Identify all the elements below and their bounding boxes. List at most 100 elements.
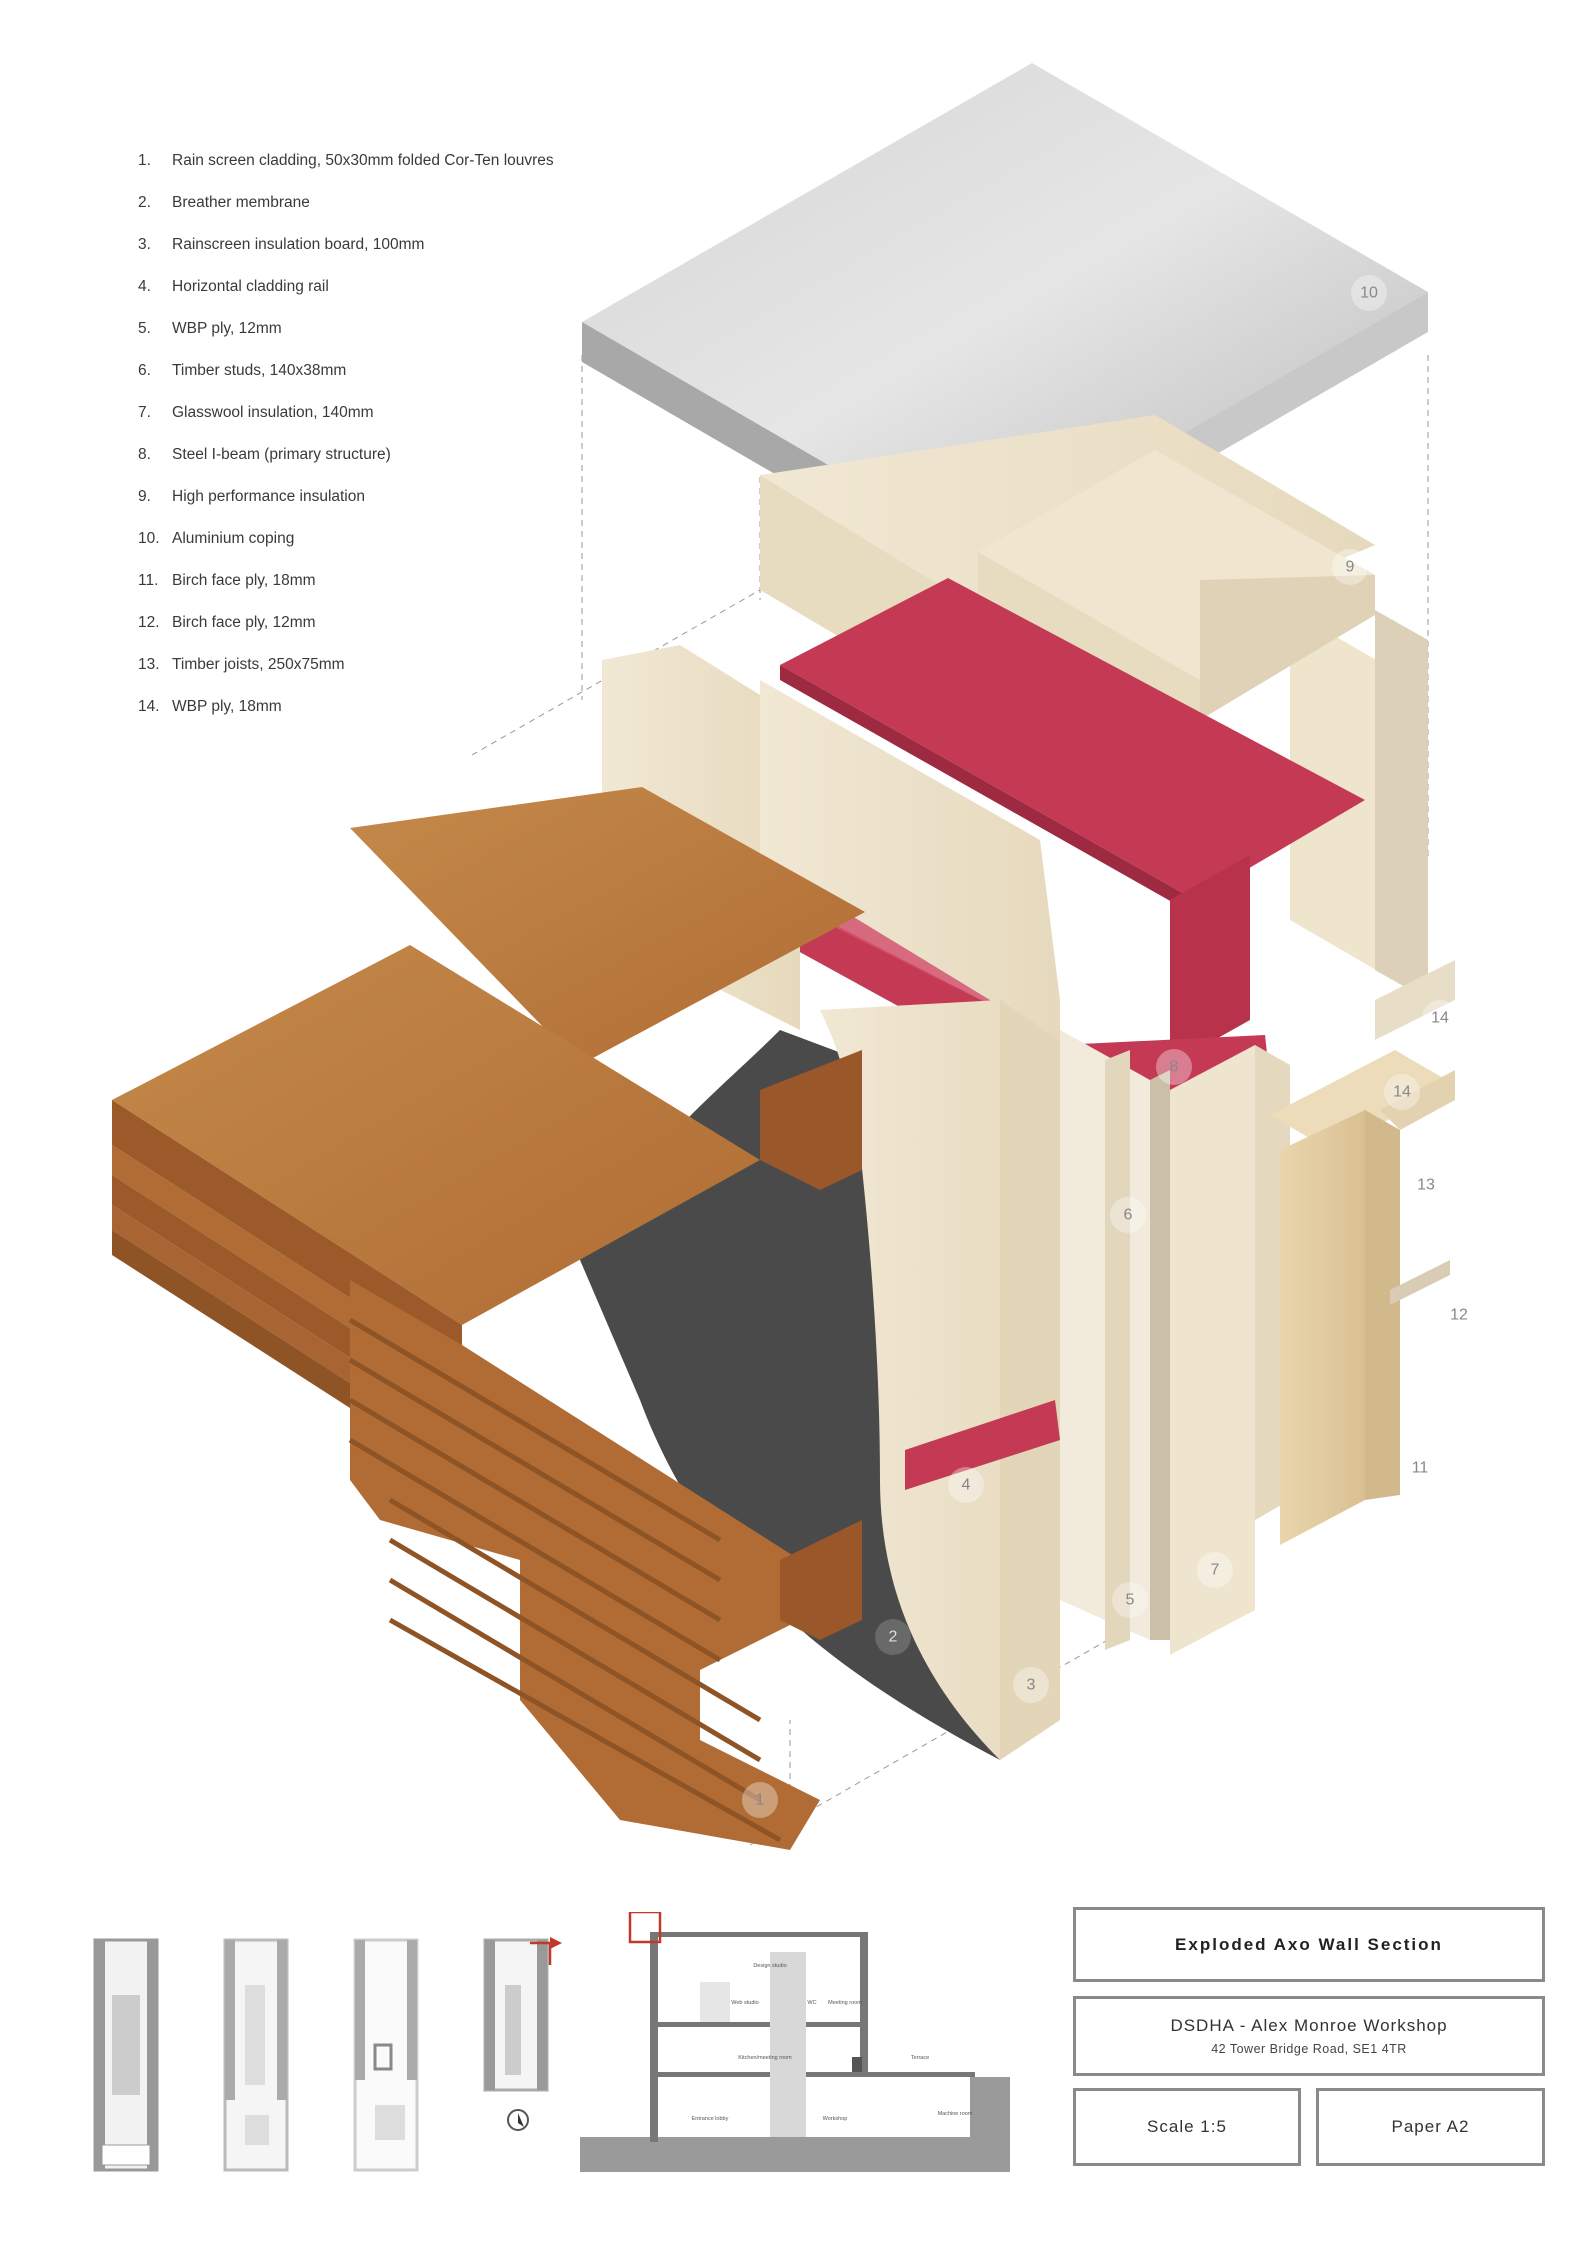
project-box: DSDHA - Alex Monroe Workshop 42 Tower Br… [1073,1996,1545,2076]
svg-text:Workshop: Workshop [823,2116,848,2122]
legend-text: High performance insulation [172,488,365,505]
legend-item: 5. WBP ply, 12mm [138,320,638,362]
svg-text:5: 5 [1126,1592,1135,1609]
legend-text: Timber joists, 250x75mm [172,656,345,673]
legend-number: 13. [138,656,160,673]
legend-text: WBP ply, 18mm [172,698,282,715]
rainscreen-insulation-board [820,1000,1060,1760]
svg-text:7: 7 [1211,1562,1220,1579]
project-address: 42 Tower Bridge Road, SE1 4TR [1211,2042,1407,2056]
svg-text:4: 4 [962,1477,971,1494]
drawing-title-box: Exploded Axo Wall Section [1073,1907,1545,1982]
callout-14a: 14 [1422,1000,1458,1036]
legend-number: 5. [138,320,151,337]
floor-plans [93,1937,562,2172]
callout-3: 3 [1013,1667,1049,1703]
svg-text:Kitchen/meeting room: Kitchen/meeting room [738,2055,792,2061]
svg-text:Meeting room: Meeting room [828,2000,862,2006]
plan-ground [93,1938,159,2172]
legend-text: Steel I-beam (primary structure) [172,446,391,463]
legend: 1. Rain screen cladding, 50x30mm folded C… [138,152,638,740]
callout-13: 13 [1408,1167,1444,1203]
legend-number: 1. [138,152,151,169]
legend-text: Birch face ply, 12mm [172,614,316,631]
legend-number: 3. [138,236,151,253]
project-name: DSDHA - Alex Monroe Workshop [1170,2016,1448,2035]
svg-text:3: 3 [1027,1677,1036,1694]
legend-number: 8. [138,446,151,463]
legend-number: 11. [138,572,159,589]
callout-6: 6 [1110,1197,1146,1233]
high-performance-insulation [978,450,1375,720]
scale-box: Scale 1:5 [1073,2088,1301,2166]
legend-item: 10. Aluminium coping [138,530,638,572]
svg-text:1: 1 [756,1792,765,1809]
svg-text:14: 14 [1393,1084,1411,1101]
callout-11: 11 [1402,1450,1438,1486]
legend-number: 6. [138,362,151,379]
callout-10: 10 [1351,275,1387,311]
paper-box: Paper A2 [1316,2088,1545,2166]
svg-text:9: 9 [1346,559,1355,576]
callout-9: 9 [1332,549,1368,585]
paper-label: Paper A2 [1391,2117,1470,2136]
plan-third [483,1937,562,2131]
legend-text: WBP ply, 12mm [172,320,282,337]
legend-item: 14. WBP ply, 18mm [138,698,638,740]
svg-text:Entrance lobby: Entrance lobby [692,2116,729,2122]
legend-item: 7.Glasswool insulation, 140mm [138,404,638,446]
callout-5: 5 [1112,1582,1148,1618]
legend-text: Timber studs, 140x38mm [172,362,347,379]
callout-12: 12 [1441,1297,1477,1333]
svg-text:2: 2 [889,1629,898,1646]
legend-item: 2. Breather membrane [138,194,638,236]
legend-number: 4. [138,278,151,295]
plan-first [223,1938,289,2172]
plan-second [353,1938,419,2172]
legend-text: Aluminium coping [172,530,295,547]
legend-text: Breather membrane [172,194,310,211]
legend-text: Horizontal cladding rail [172,278,329,295]
svg-text:Terrace: Terrace [911,2055,929,2061]
legend-item: 9. High performance insulation [138,488,638,530]
svg-text:12: 12 [1450,1307,1468,1324]
callout-7: 7 [1197,1552,1233,1588]
legend-number: 14. [138,698,160,715]
svg-text:8: 8 [1170,1059,1179,1076]
legend-item: 3. Rainscreen insulation board, 100mm [138,236,638,278]
legend-number: 12. [138,614,160,631]
svg-text:14: 14 [1431,1010,1449,1027]
legend-number: 9. [138,488,151,505]
legend-text: Birch face ply, 18mm [172,572,316,589]
drawing-title: Exploded Axo Wall Section [1175,1934,1443,1954]
corten-rain-screen [112,787,865,1850]
callout-2: 2 [875,1619,911,1655]
legend-item: 11. Birch face ply, 18mm [138,572,638,614]
svg-text:11: 11 [1412,1460,1429,1477]
svg-text:10: 10 [1360,285,1378,302]
legend-item: 6. Timber studs, 140x38mm [138,362,638,404]
legend-item: 13. Timber joists, 250x75mm [138,656,638,698]
legend-number: 7. [138,404,151,421]
svg-text:6: 6 [1124,1207,1133,1224]
scale-label: Scale 1:5 [1147,2117,1227,2136]
timber-joist [1270,960,1455,1545]
legend-number: 10. [138,530,160,547]
exploded-axo-drawing: 1 2 3 4 5 6 7 8 9 10 11 12 13 14 14 [112,63,1477,1850]
svg-text:Web studio: Web studio [731,2000,758,2006]
legend-text: Rainscreen insulation board, 100mm [172,236,425,253]
callout-14b: 14 [1384,1074,1420,1110]
legend-item: 4. Horizontal cladding rail [138,278,638,320]
building-section: Design studio Web studio WC Meeting room… [580,1912,1010,2172]
callout-4: 4 [948,1467,984,1503]
legend-item: 1. Rain screen cladding, 50x30mm folded C… [138,152,638,194]
callout-1: 1 [742,1782,778,1818]
callout-8: 8 [1156,1049,1192,1085]
svg-text:13: 13 [1417,1177,1435,1194]
legend-item: 8. Steel I-beam (primary structure) [138,446,638,488]
svg-text:Design studio: Design studio [753,1963,786,1969]
legend-item: 12. Birch face ply, 12mm [138,614,638,656]
svg-text:Machine room: Machine room [938,2111,973,2117]
legend-number: 2. [138,194,151,211]
legend-text: Rain screen cladding, 50x30mm folded Cor… [172,152,554,169]
